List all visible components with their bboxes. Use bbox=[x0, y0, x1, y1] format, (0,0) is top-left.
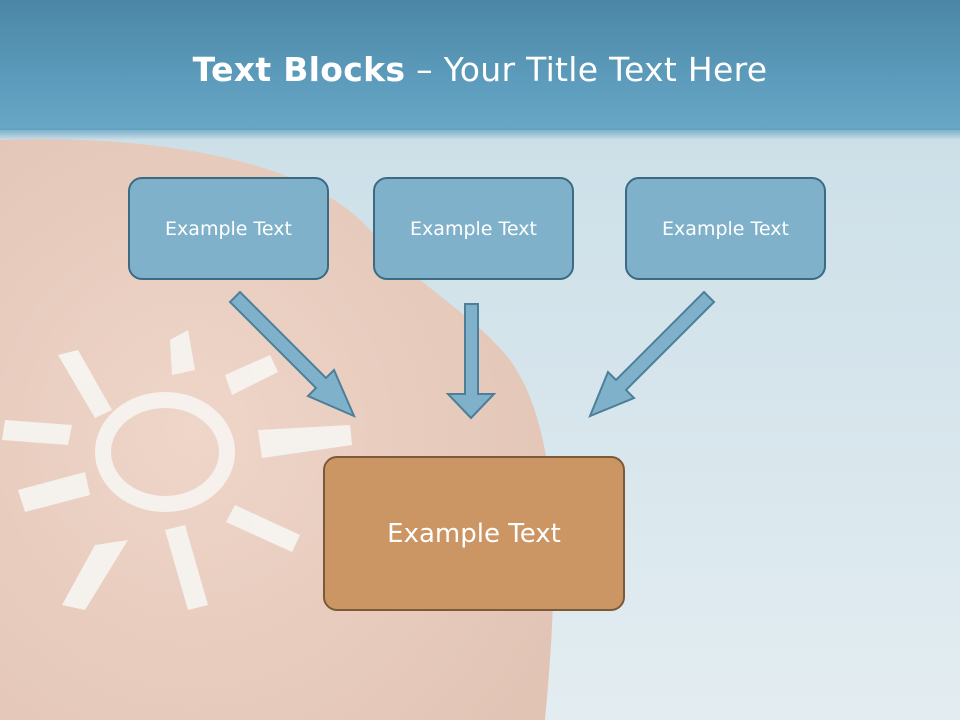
down-arrow-icon bbox=[445, 303, 497, 420]
title-bar bbox=[0, 0, 960, 140]
text-block-1[interactable]: Example Text bbox=[128, 177, 329, 280]
text-block-2[interactable]: Example Text bbox=[373, 177, 574, 280]
slide-title: Text Blocks – Your Title Text Here bbox=[0, 50, 960, 89]
title-rest: Your Title Text Here bbox=[443, 50, 768, 89]
down-arrow-icon bbox=[228, 290, 356, 418]
target-text-block[interactable]: Example Text bbox=[323, 456, 625, 611]
title-separator: – bbox=[405, 50, 444, 89]
sun-drawing-icon bbox=[2, 330, 352, 610]
text-block-3[interactable]: Example Text bbox=[625, 177, 826, 280]
title-bold-part: Text Blocks bbox=[192, 50, 406, 89]
down-arrow-icon bbox=[588, 290, 716, 418]
